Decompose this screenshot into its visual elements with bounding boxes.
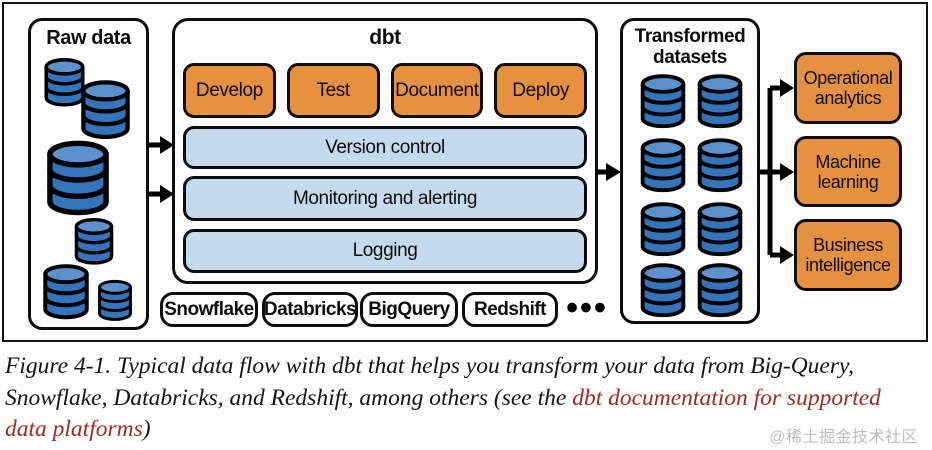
watermark: @稀土掘金技术社区 — [769, 429, 918, 446]
platform-redshift: Redshift — [462, 292, 558, 327]
transformed-datasets-title: Transformed datasets — [634, 26, 746, 68]
operational-analytics-box: Operational analytics — [794, 52, 902, 124]
deploy-button: Deploy — [494, 63, 587, 118]
dbt-box: dbt Develop Test Document Deploy Version… — [172, 18, 598, 284]
machine-learning-box: Machine learning — [794, 136, 902, 207]
dbt-actions-row: Develop Test Document Deploy — [183, 63, 587, 118]
database-icon — [695, 73, 745, 131]
dbt-title: dbt — [369, 26, 401, 49]
monitoring-alerting-bar: Monitoring and alerting — [183, 176, 587, 221]
database-icon — [41, 139, 115, 219]
dbt-documentation-link[interactable]: dbt documentation for supported data pla… — [5, 384, 881, 443]
figure-caption: Figure 4-1. Typical data flow with dbt t… — [5, 351, 927, 446]
database-icon — [695, 137, 745, 195]
raw-data-box: Raw data — [28, 18, 149, 330]
develop-button: Develop — [183, 63, 276, 118]
ellipsis-icon: ••• — [566, 289, 608, 327]
transformed-datasets-box: Transformed datasets — [620, 18, 760, 324]
database-icon — [95, 279, 135, 323]
database-icon — [638, 73, 688, 131]
test-button: Test — [286, 63, 380, 118]
platform-databricks: Databricks — [262, 292, 358, 327]
database-icon — [39, 263, 93, 322]
caption-close-paren: ) — [142, 416, 151, 442]
document-button: Document — [390, 63, 484, 118]
version-control-bar: Version control — [183, 126, 587, 169]
database-icon — [638, 137, 688, 195]
raw-data-title: Raw data — [46, 27, 131, 49]
database-icon — [71, 217, 117, 267]
database-icon — [695, 262, 745, 320]
platform-bigquery: BigQuery — [360, 292, 458, 327]
business-intelligence-box: Business intelligence — [794, 219, 902, 291]
database-icon — [638, 262, 688, 320]
caption-text: Figure 4-1. Typical data flow with dbt t… — [5, 353, 855, 411]
logging-bar: Logging — [183, 229, 587, 273]
platform-snowflake: Snowflake — [160, 292, 258, 327]
database-icon — [638, 201, 688, 259]
database-icon — [695, 201, 745, 259]
database-icon — [77, 79, 134, 142]
